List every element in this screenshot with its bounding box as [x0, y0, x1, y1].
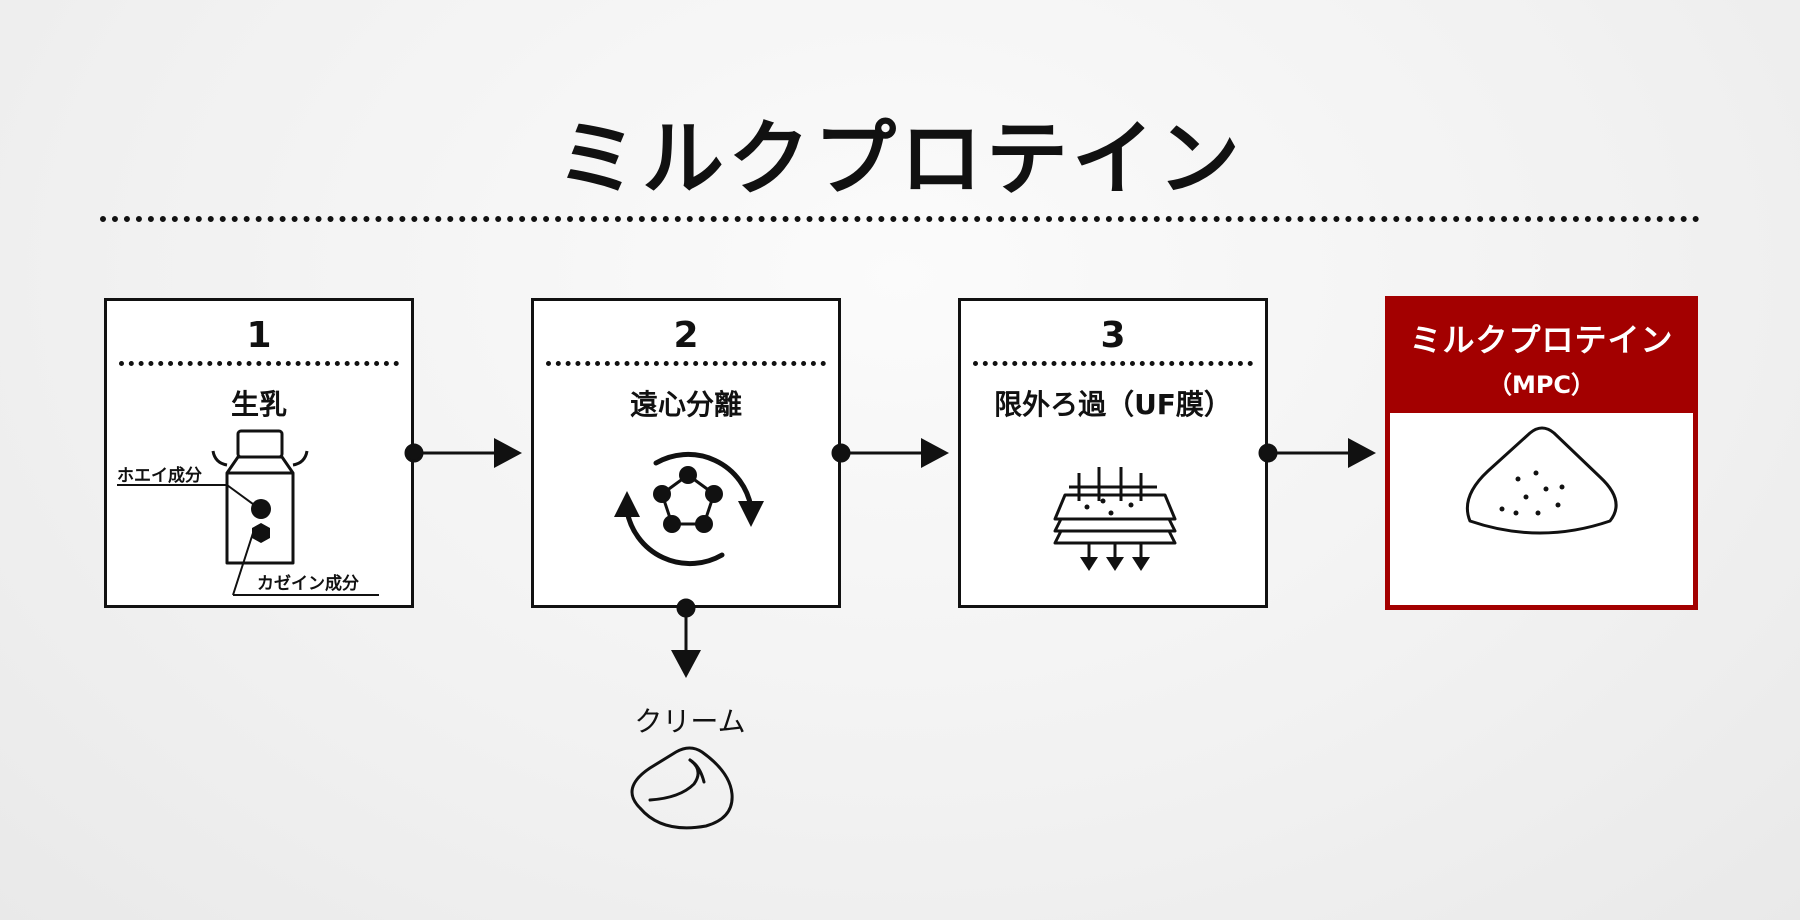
- step-box-centrifugation: 2 遠心分離: [531, 298, 841, 608]
- step-label: 遠心分離: [629, 388, 742, 421]
- result-title: ミルクプロテイン: [1409, 321, 1674, 359]
- step-label: 生乳: [230, 388, 287, 421]
- cream-label: クリーム: [634, 705, 746, 738]
- title-divider: [100, 216, 1700, 222]
- result-header: ミルクプロテイン （MPC）: [1390, 301, 1693, 413]
- step-number: 3: [1100, 315, 1126, 356]
- step-divider: [973, 361, 1253, 366]
- milk-can-icon: [117, 429, 379, 596]
- result-subtitle: （MPC）: [1487, 371, 1596, 399]
- page-title: ミルクプロテイン: [555, 112, 1244, 207]
- step-box-raw-milk: 1 生乳 ホエイ成分 カゼイン成分: [104, 298, 414, 608]
- step-divider: [119, 361, 399, 366]
- step-label: 限外ろ過（UF膜）: [994, 388, 1232, 421]
- step-divider: [546, 361, 826, 366]
- ultrafiltration-membrane-icon: [1053, 467, 1177, 571]
- step-box-ultrafiltration: 3 限外ろ過（UF膜）: [958, 298, 1268, 608]
- centrifuge-cycle-icon: [614, 451, 764, 567]
- result-box-milk-protein: ミルクプロテイン （MPC）: [1385, 296, 1698, 610]
- step-number: 2: [673, 315, 699, 356]
- whey-label: ホエイ成分: [117, 466, 202, 486]
- casein-label: カゼイン成分: [257, 574, 359, 594]
- step-number: 1: [246, 315, 272, 356]
- powder-pile-icon: [1465, 426, 1618, 535]
